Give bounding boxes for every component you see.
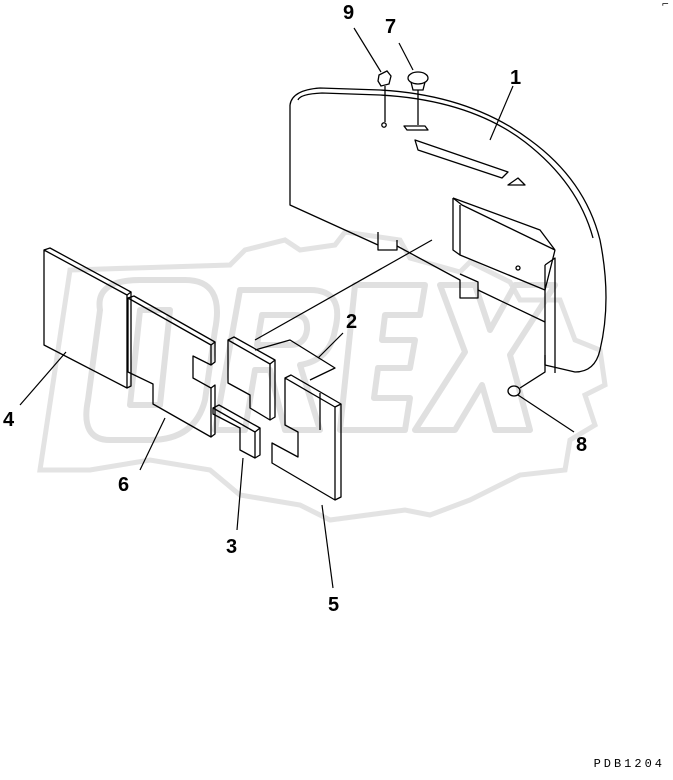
part-2-plate bbox=[227, 336, 336, 421]
leader-1 bbox=[489, 85, 514, 141]
part-4-plate bbox=[43, 247, 132, 389]
leader-3 bbox=[236, 457, 244, 531]
part-9-bolt bbox=[377, 70, 392, 122]
leader-2 bbox=[317, 332, 344, 359]
assembly-axis-line bbox=[254, 239, 433, 341]
callout-3: 3 bbox=[226, 536, 238, 558]
watermark-letters bbox=[83, 277, 558, 443]
callout-7: 7 bbox=[385, 16, 397, 38]
callout-6: 6 bbox=[118, 474, 130, 496]
part-1-counterweight bbox=[289, 87, 607, 373]
leader-8 bbox=[517, 394, 575, 433]
part-6-plate bbox=[127, 295, 216, 438]
callout-2: 2 bbox=[346, 311, 358, 333]
leader-7 bbox=[398, 42, 414, 71]
callout-9: 9 bbox=[343, 2, 355, 24]
leader-6 bbox=[139, 417, 166, 471]
leader-4 bbox=[19, 351, 67, 406]
drawing-code: PDB1204 bbox=[593, 757, 665, 771]
part-8-plug bbox=[507, 355, 546, 397]
part-7-cap bbox=[407, 71, 429, 125]
corner-mark: ⌐ bbox=[661, 0, 669, 10]
callout-4: 4 bbox=[3, 409, 15, 431]
callout-1: 1 bbox=[510, 67, 522, 89]
part-3-block bbox=[212, 404, 261, 459]
leader-9 bbox=[353, 27, 382, 73]
part-5-plate bbox=[271, 374, 342, 501]
leader-5 bbox=[321, 504, 334, 589]
leader-lines bbox=[19, 27, 575, 589]
callout-8: 8 bbox=[576, 434, 588, 456]
callout-5: 5 bbox=[328, 594, 340, 616]
